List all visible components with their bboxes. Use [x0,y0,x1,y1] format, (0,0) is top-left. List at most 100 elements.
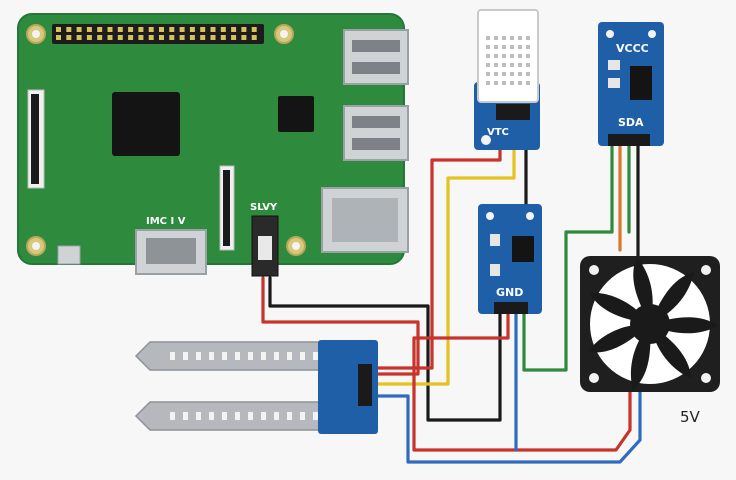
gpio-pin [107,27,113,32]
cooling-fan: 5V [580,256,720,426]
vent-hole [526,45,530,49]
vent-hole [510,54,514,58]
probe-pad [274,352,279,360]
vent-hole [494,54,498,58]
wire-yellow-dht-to-soil [370,120,516,386]
hdmi-port [135,229,207,275]
vent-hole [502,54,506,58]
wire-blue-soil-to-fan [370,388,642,464]
probe-pad [287,352,292,360]
soil-probe-pads [170,352,318,420]
gpio-pin [76,35,82,40]
gpio-pin [66,27,72,32]
vent-hole [518,81,522,85]
gpio-pin [117,27,123,32]
probe-pad [209,352,214,360]
gpio-pin [210,35,216,40]
gpio-pin [220,27,226,32]
vent-hole [510,63,514,67]
vent-hole [502,72,506,76]
vent-hole [526,81,530,85]
probe-pad [222,412,227,420]
vent-hole [518,54,522,58]
gpio-pin [189,27,195,32]
vent-hole [502,63,506,67]
probe-pad [248,412,253,420]
fan-voltage-label: 5V [680,408,701,426]
gpio-pin [66,35,72,40]
vent-hole [486,45,490,49]
gpio-pin [231,35,237,40]
gpio-pin [251,27,257,32]
oled-pin-label: SDA [618,116,644,129]
gpio-pin [241,35,247,40]
gpio-pin [189,35,195,40]
dht-pin-label: VTC [487,127,509,138]
vent-hole [518,45,522,49]
gpio-pin [86,27,92,32]
vent-hole [518,72,522,76]
gpio-pins [56,27,257,40]
gpio-pin [169,35,175,40]
vent-hole [486,72,490,76]
pi-silk-label-1: IMC I V [146,216,186,227]
gpio-pin [179,27,185,32]
probe-pad [196,412,201,420]
vent-hole [510,81,514,85]
vent-hole [486,36,490,40]
pi-silk-label-2: SLVY [250,202,278,213]
vent-hole [526,54,530,58]
gpio-pin [220,35,226,40]
probe-pad [261,352,266,360]
probe-pad [274,412,279,420]
soil-moisture-sensor [134,340,378,434]
vent-hole [486,63,490,67]
gpio-pin [56,27,61,32]
gpio-pin [241,27,247,32]
probe-pad [222,352,227,360]
vent-hole [494,45,498,49]
vent-hole [494,63,498,67]
probe-pad [235,352,240,360]
probe-pad [287,412,292,420]
vent-hole [510,45,514,49]
gpio-pin [231,27,237,32]
gpio-pin [128,27,134,32]
dht-sensor: VTC [474,9,540,150]
gpio-pin [138,27,144,32]
probe-pad [300,352,305,360]
wire-red-pi-to-soil [261,276,420,376]
micro-usb-port [57,245,81,265]
vent-hole [526,36,530,40]
usb-ports [343,29,409,161]
vent-hole [494,36,498,40]
gpio-pin [97,27,103,32]
probe-pad [300,412,305,420]
probe-pad [261,412,266,420]
vent-hole [486,54,490,58]
gpio-pin [107,35,113,40]
vent-hole [518,63,522,67]
mounting-holes [26,24,306,256]
vent-hole [526,63,530,67]
wire-green-relay-to-oled [522,144,614,372]
gpio-pin [179,35,185,40]
gpio-pin [159,35,164,40]
probe-pad [248,352,253,360]
gpio-pin [128,35,134,40]
wire-red-relay-to-fan [412,310,632,452]
gpio-pin [76,27,82,32]
oled-module: VCCC SDA [598,22,664,146]
gpio-pin [169,27,175,32]
vent-hole [502,45,506,49]
vent-hole [510,36,514,40]
probe-pad [313,412,318,420]
probe-pad [196,352,201,360]
gpio-pin [138,35,144,40]
probe-pad [183,412,188,420]
gpio-pin [200,35,206,40]
gpio-pin [200,27,206,32]
probe-pad [170,352,175,360]
